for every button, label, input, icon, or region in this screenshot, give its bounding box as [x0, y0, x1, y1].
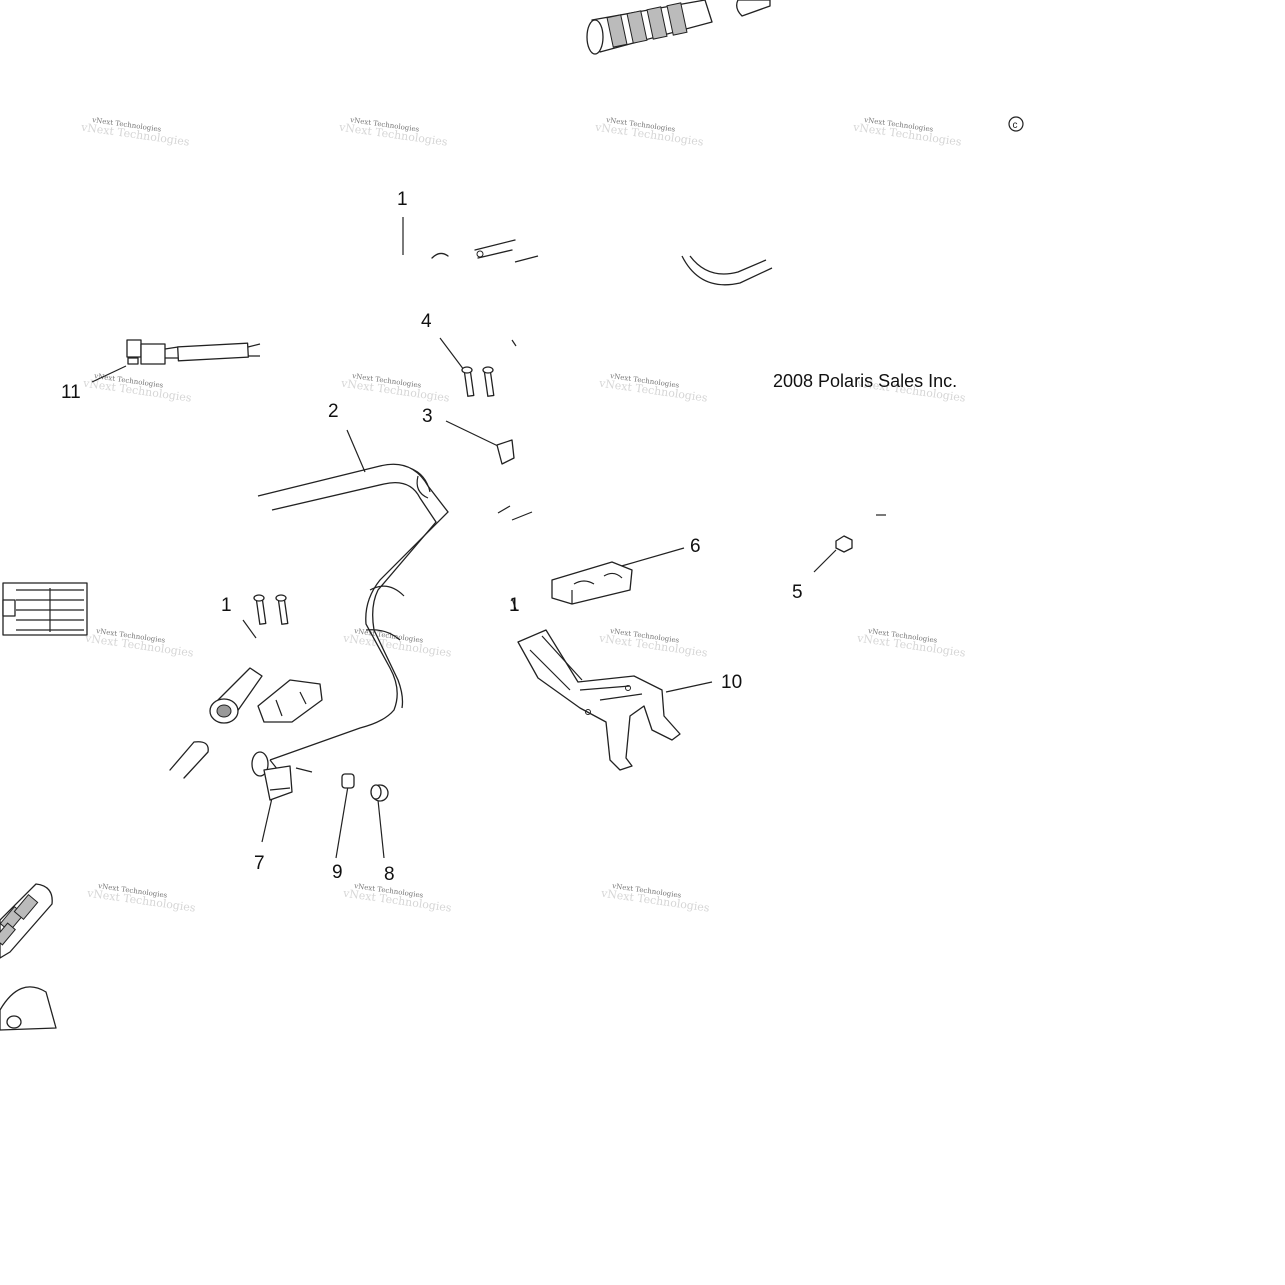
lower-grip-clamp — [169, 667, 323, 779]
callout-6: 6 — [690, 536, 701, 557]
screws-1-lower — [242, 594, 289, 639]
handlebar-2 — [251, 429, 449, 777]
callout-labels: 1 1 2 3 4 5 6 7 8 9 10 11 1 — [61, 189, 803, 885]
callout-10: 10 — [721, 672, 742, 693]
clamp-7 — [261, 765, 293, 843]
clamp-6 — [551, 547, 685, 605]
watermark: vNext Technologies vNext Technologies — [599, 882, 710, 915]
watermark: vNext Technologies vNext Technologies — [337, 116, 448, 149]
watermark: vNext Technologies vNext Technologies — [339, 372, 450, 405]
watermark: vNext Technologies vNext Technologies — [851, 116, 962, 149]
callout-4: 4 — [421, 311, 432, 332]
callout-9: 9 — [332, 862, 343, 883]
plug-9 — [335, 773, 355, 859]
wire-harness-11 — [91, 339, 261, 383]
copyright-text: 2008 Polaris Sales Inc. — [773, 371, 957, 391]
left-grid-part — [2, 582, 88, 636]
watermark: vNext Technologies vNext Technologies — [85, 882, 196, 915]
grip-top — [586, 0, 771, 55]
upper-assembly — [402, 217, 773, 286]
copyright-symbol: c — [1008, 116, 1024, 132]
callout-5: 5 — [792, 582, 803, 603]
nut-5 — [813, 514, 886, 573]
svg-text:c: c — [1013, 120, 1018, 131]
watermark-grid: vNext Technologies vNext Technologies vN… — [79, 116, 966, 915]
callout-1-lower: 1 — [221, 595, 232, 616]
watermark: vNext Technologies vNext Technologies — [83, 627, 194, 660]
watermark: vNext Technologies vNext Technologies — [341, 627, 452, 660]
watermark: vNext Technologies vNext Technologies — [597, 627, 708, 660]
plug-8 — [370, 784, 389, 859]
watermark: vNext Technologies vNext Technologies — [81, 372, 192, 405]
watermark: vNext Technologies vNext Technologies — [593, 116, 704, 149]
watermark: vNext Technologies vNext Technologies — [341, 882, 452, 915]
callout-1-top: 1 — [397, 189, 408, 210]
screws-4 — [439, 337, 517, 397]
callout-8: 8 — [384, 864, 395, 885]
callout-11: 11 — [61, 382, 81, 403]
callout-1-partial: 1 — [509, 595, 520, 616]
callout-3: 3 — [422, 406, 433, 427]
watermark: vNext Technologies vNext Technologies — [597, 372, 708, 405]
clamp-3 — [445, 420, 533, 521]
bracket-10 — [511, 597, 713, 771]
watermark: vNext Technologies vNext Technologies — [855, 627, 966, 660]
grip-bottom-left — [0, 883, 57, 1031]
callout-2: 2 — [328, 401, 339, 422]
watermark: vNext Technologies vNext Technologies — [79, 116, 190, 149]
callout-7: 7 — [254, 853, 265, 874]
